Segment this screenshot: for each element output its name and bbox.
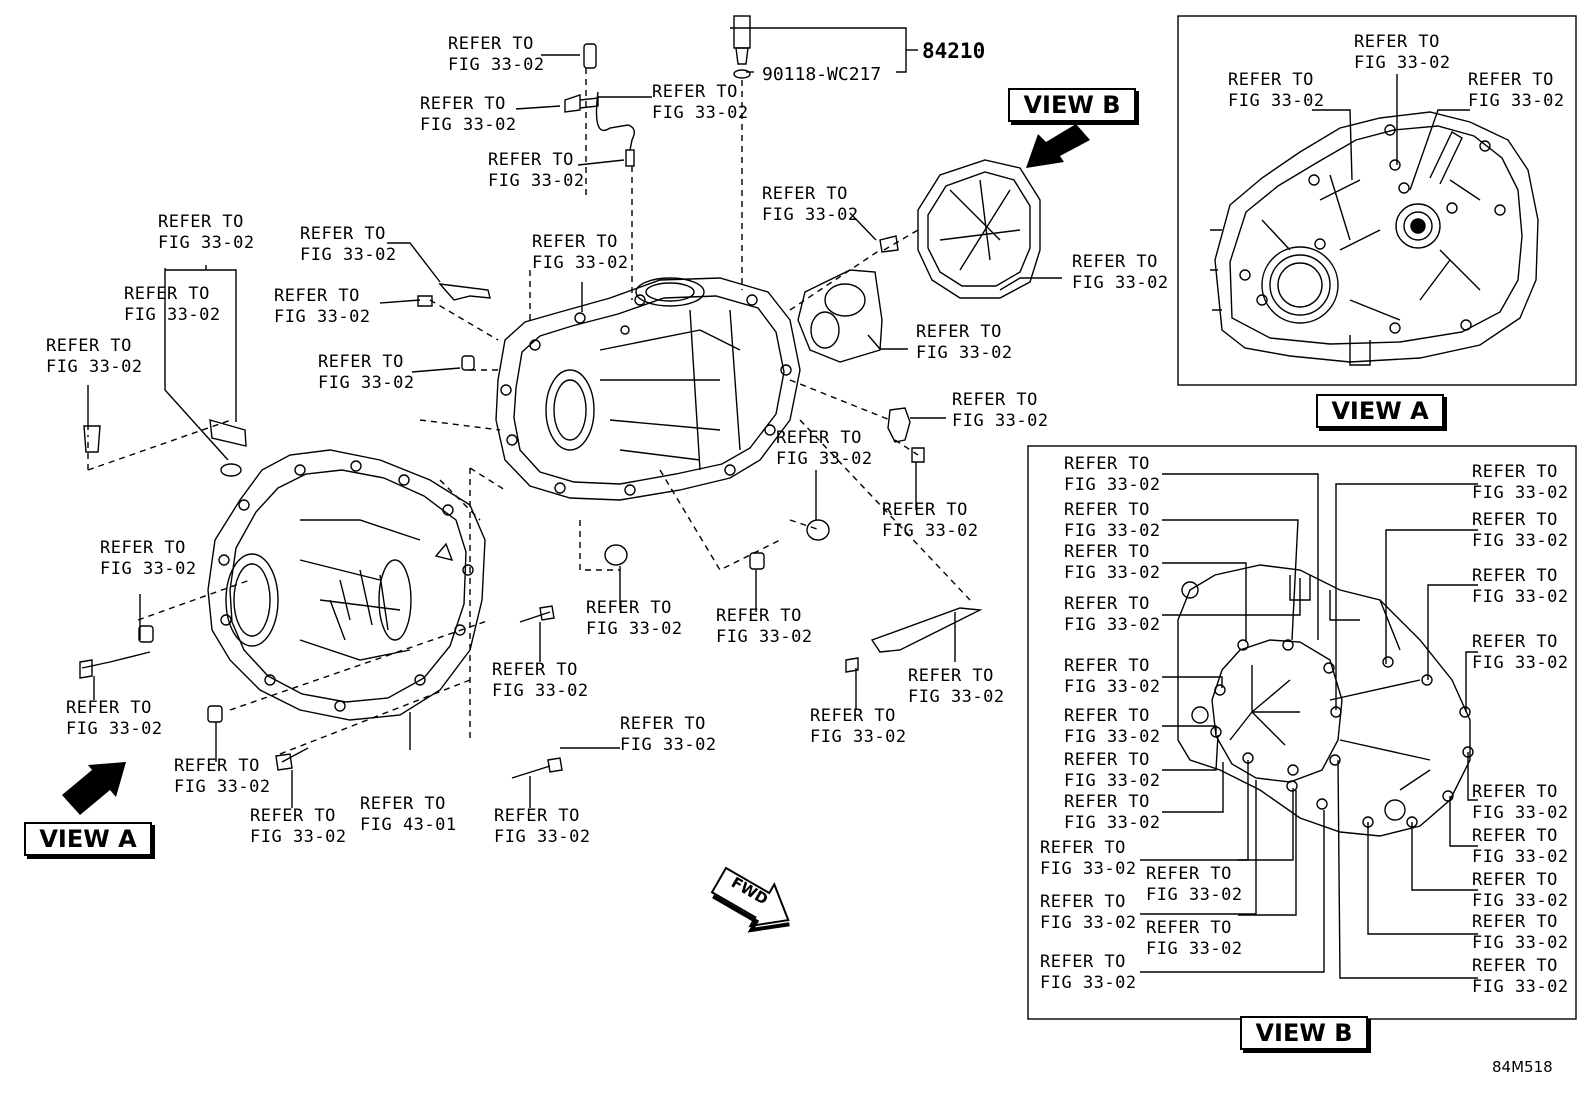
part-number-washer: 90118-WC217 bbox=[762, 64, 882, 85]
view-a-inset-frame bbox=[1177, 15, 1577, 386]
diagram-code: 84M518 bbox=[1492, 1058, 1553, 1076]
separator-plate-drawing bbox=[797, 269, 883, 363]
view-a-label-inset: VIEW A bbox=[1316, 394, 1444, 428]
clutch-housing-drawing bbox=[917, 159, 1041, 299]
view-a-arrow-icon bbox=[62, 762, 126, 815]
view-a-label-main: VIEW A bbox=[24, 822, 152, 856]
view-b-label-main: VIEW B bbox=[1008, 88, 1136, 122]
part-number-sensor: 84210 bbox=[922, 39, 986, 63]
alignment-lines bbox=[87, 68, 971, 755]
leader-lines bbox=[87, 27, 1062, 808]
small-parts bbox=[79, 15, 983, 779]
view-a-housing-drawing bbox=[1210, 111, 1539, 366]
view-b-label-inset: VIEW B bbox=[1240, 1016, 1368, 1050]
transaxle-case-drawing bbox=[207, 449, 486, 721]
view-b-housing-drawing bbox=[1177, 564, 1474, 837]
fwd-arrow-icon bbox=[710, 866, 790, 933]
transmission-case-drawing bbox=[495, 277, 801, 501]
view-b-arrow-icon bbox=[1026, 124, 1090, 168]
